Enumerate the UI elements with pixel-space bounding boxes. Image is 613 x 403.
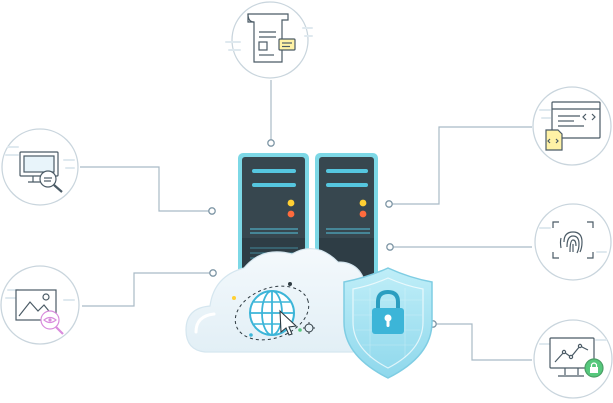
connectors <box>80 80 532 361</box>
node-monitor-search <box>1 128 79 206</box>
connector-analytics <box>435 323 532 361</box>
image-search-icon <box>15 289 64 335</box>
node-code-window <box>532 86 612 166</box>
code-window-icon <box>545 101 601 151</box>
connector-image-search <box>82 272 211 307</box>
connector-monitor-search <box>80 166 210 212</box>
node-image-search <box>0 265 80 345</box>
monitor-search-icon <box>19 151 63 193</box>
connector-code-window <box>391 126 532 205</box>
shield-lock-icon <box>343 267 433 379</box>
node-analytics-monitor <box>533 319 613 399</box>
node-fingerprint <box>534 203 612 281</box>
node-document <box>225 1 313 79</box>
globe-icon <box>232 282 315 341</box>
document-icon <box>247 13 296 63</box>
fingerprint-icon <box>552 221 594 259</box>
analytics-monitor-icon <box>549 337 604 378</box>
